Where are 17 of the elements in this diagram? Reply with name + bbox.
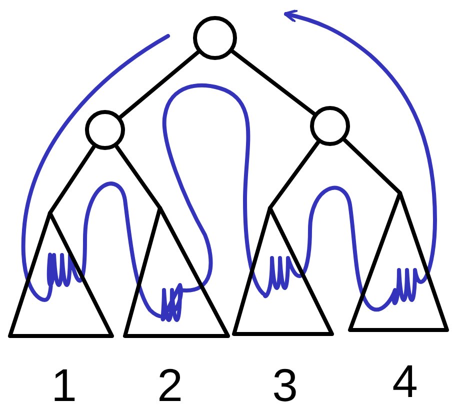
tree-edge <box>48 144 96 215</box>
subtree-number: 3 <box>272 362 298 408</box>
subtree-triangle <box>7 210 115 339</box>
tree-edge <box>268 140 320 210</box>
subtree-triangle <box>347 190 450 333</box>
subtree-number: 2 <box>157 362 183 408</box>
tree-edge <box>230 49 316 116</box>
subtree-triangle <box>231 205 335 337</box>
tree-node-circle <box>193 16 237 60</box>
tree-node-circle <box>310 106 350 146</box>
subtree-triangle <box>122 205 231 339</box>
tree-node-circle <box>85 110 125 150</box>
tree-edge <box>118 50 200 120</box>
tree-edge <box>342 138 402 195</box>
subtree-number: 1 <box>51 362 77 408</box>
subtree-number: 4 <box>392 358 418 404</box>
tree-edge <box>114 144 162 210</box>
